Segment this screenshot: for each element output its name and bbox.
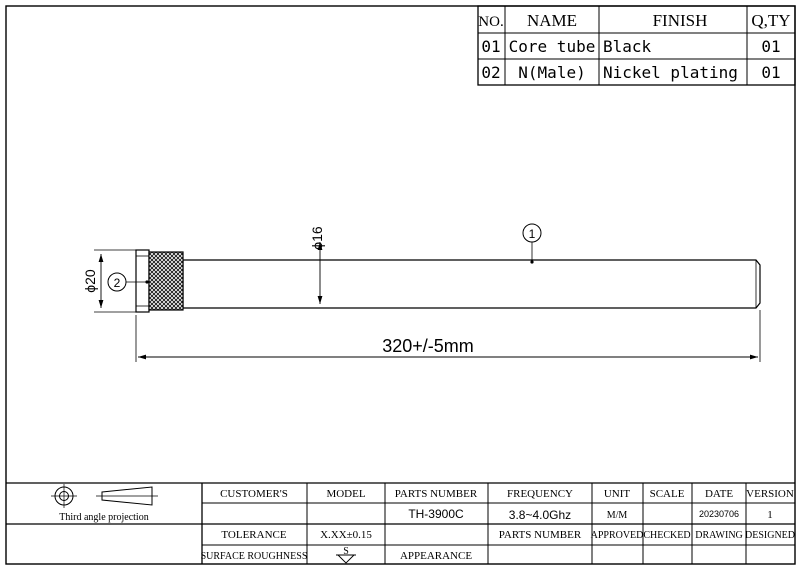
dim-connector-diameter: ϕ20 xyxy=(82,269,98,293)
value-frequency: 3.8~4.0Ghz xyxy=(509,508,571,522)
roughness-symbol-letter: S xyxy=(343,546,349,557)
connector-knurl xyxy=(148,251,184,311)
drawing-label: DRAWING xyxy=(695,530,743,541)
header-customers: CUSTOMER'S xyxy=(220,488,288,500)
header-version: VERSION xyxy=(746,488,794,500)
parts-row-1-no: 01 xyxy=(481,37,500,56)
parts-number-label: PARTS NUMBER xyxy=(499,529,582,541)
tolerance-value: X.XX±0.15 xyxy=(320,529,372,541)
parts-row-1-qty: 01 xyxy=(761,37,780,56)
core-tube xyxy=(182,259,761,309)
value-date: 20230706 xyxy=(699,509,739,519)
roughness-label: SURFACE ROUGHNESS xyxy=(201,551,308,562)
parts-row-1-finish: Black xyxy=(603,37,652,56)
parts-header-no: NO. xyxy=(478,14,503,30)
projection-label: Third angle projection xyxy=(59,512,148,523)
parts-table: NO. NAME FINISH Q,TY 01 Core tube Black … xyxy=(477,5,796,86)
part-drawing: ϕ20 ϕ16 1 2 320+/-5mm xyxy=(82,223,761,362)
parts-row-2-name: N(Male) xyxy=(518,63,585,82)
approved-label: APPROVED xyxy=(591,530,644,541)
header-model: MODEL xyxy=(326,488,365,500)
balloon-tube-label: 1 xyxy=(529,227,536,241)
projection-symbol xyxy=(51,484,158,508)
parts-row-2-no: 02 xyxy=(481,63,500,82)
drawing-border xyxy=(5,5,796,565)
header-unit: UNIT xyxy=(604,488,631,500)
dim-tube-diameter: ϕ16 xyxy=(309,226,325,250)
roughness-symbol: S xyxy=(336,546,356,564)
header-frequency: FREQUENCY xyxy=(507,488,573,500)
header-date: DATE xyxy=(705,488,733,500)
value-unit: M/M xyxy=(607,510,628,521)
checked-label: CHECKED xyxy=(643,530,690,541)
parts-header-qty: Q,TY xyxy=(751,11,790,30)
parts-header-name: NAME xyxy=(527,11,577,30)
title-block: Third angle projection CUSTOMER'S MODEL … xyxy=(6,482,795,564)
parts-row-1-name: Core tube xyxy=(509,37,596,56)
tolerance-label: TOLERANCE xyxy=(221,529,286,541)
designed-label: DESIGNED xyxy=(745,530,795,541)
dim-length: 320+/-5mm xyxy=(382,336,474,356)
value-version: 1 xyxy=(767,509,773,521)
parts-row-2-finish: Nickel plating xyxy=(603,63,738,82)
parts-row-2-qty: 01 xyxy=(761,63,780,82)
appearance-label: APPEARANCE xyxy=(400,550,472,562)
parts-header-finish: FINISH xyxy=(653,11,708,30)
balloon-connector-label: 2 xyxy=(114,276,121,290)
value-parts-number: TH-3900C xyxy=(408,507,464,521)
header-parts-number: PARTS NUMBER xyxy=(395,488,478,500)
header-scale: SCALE xyxy=(650,488,685,500)
